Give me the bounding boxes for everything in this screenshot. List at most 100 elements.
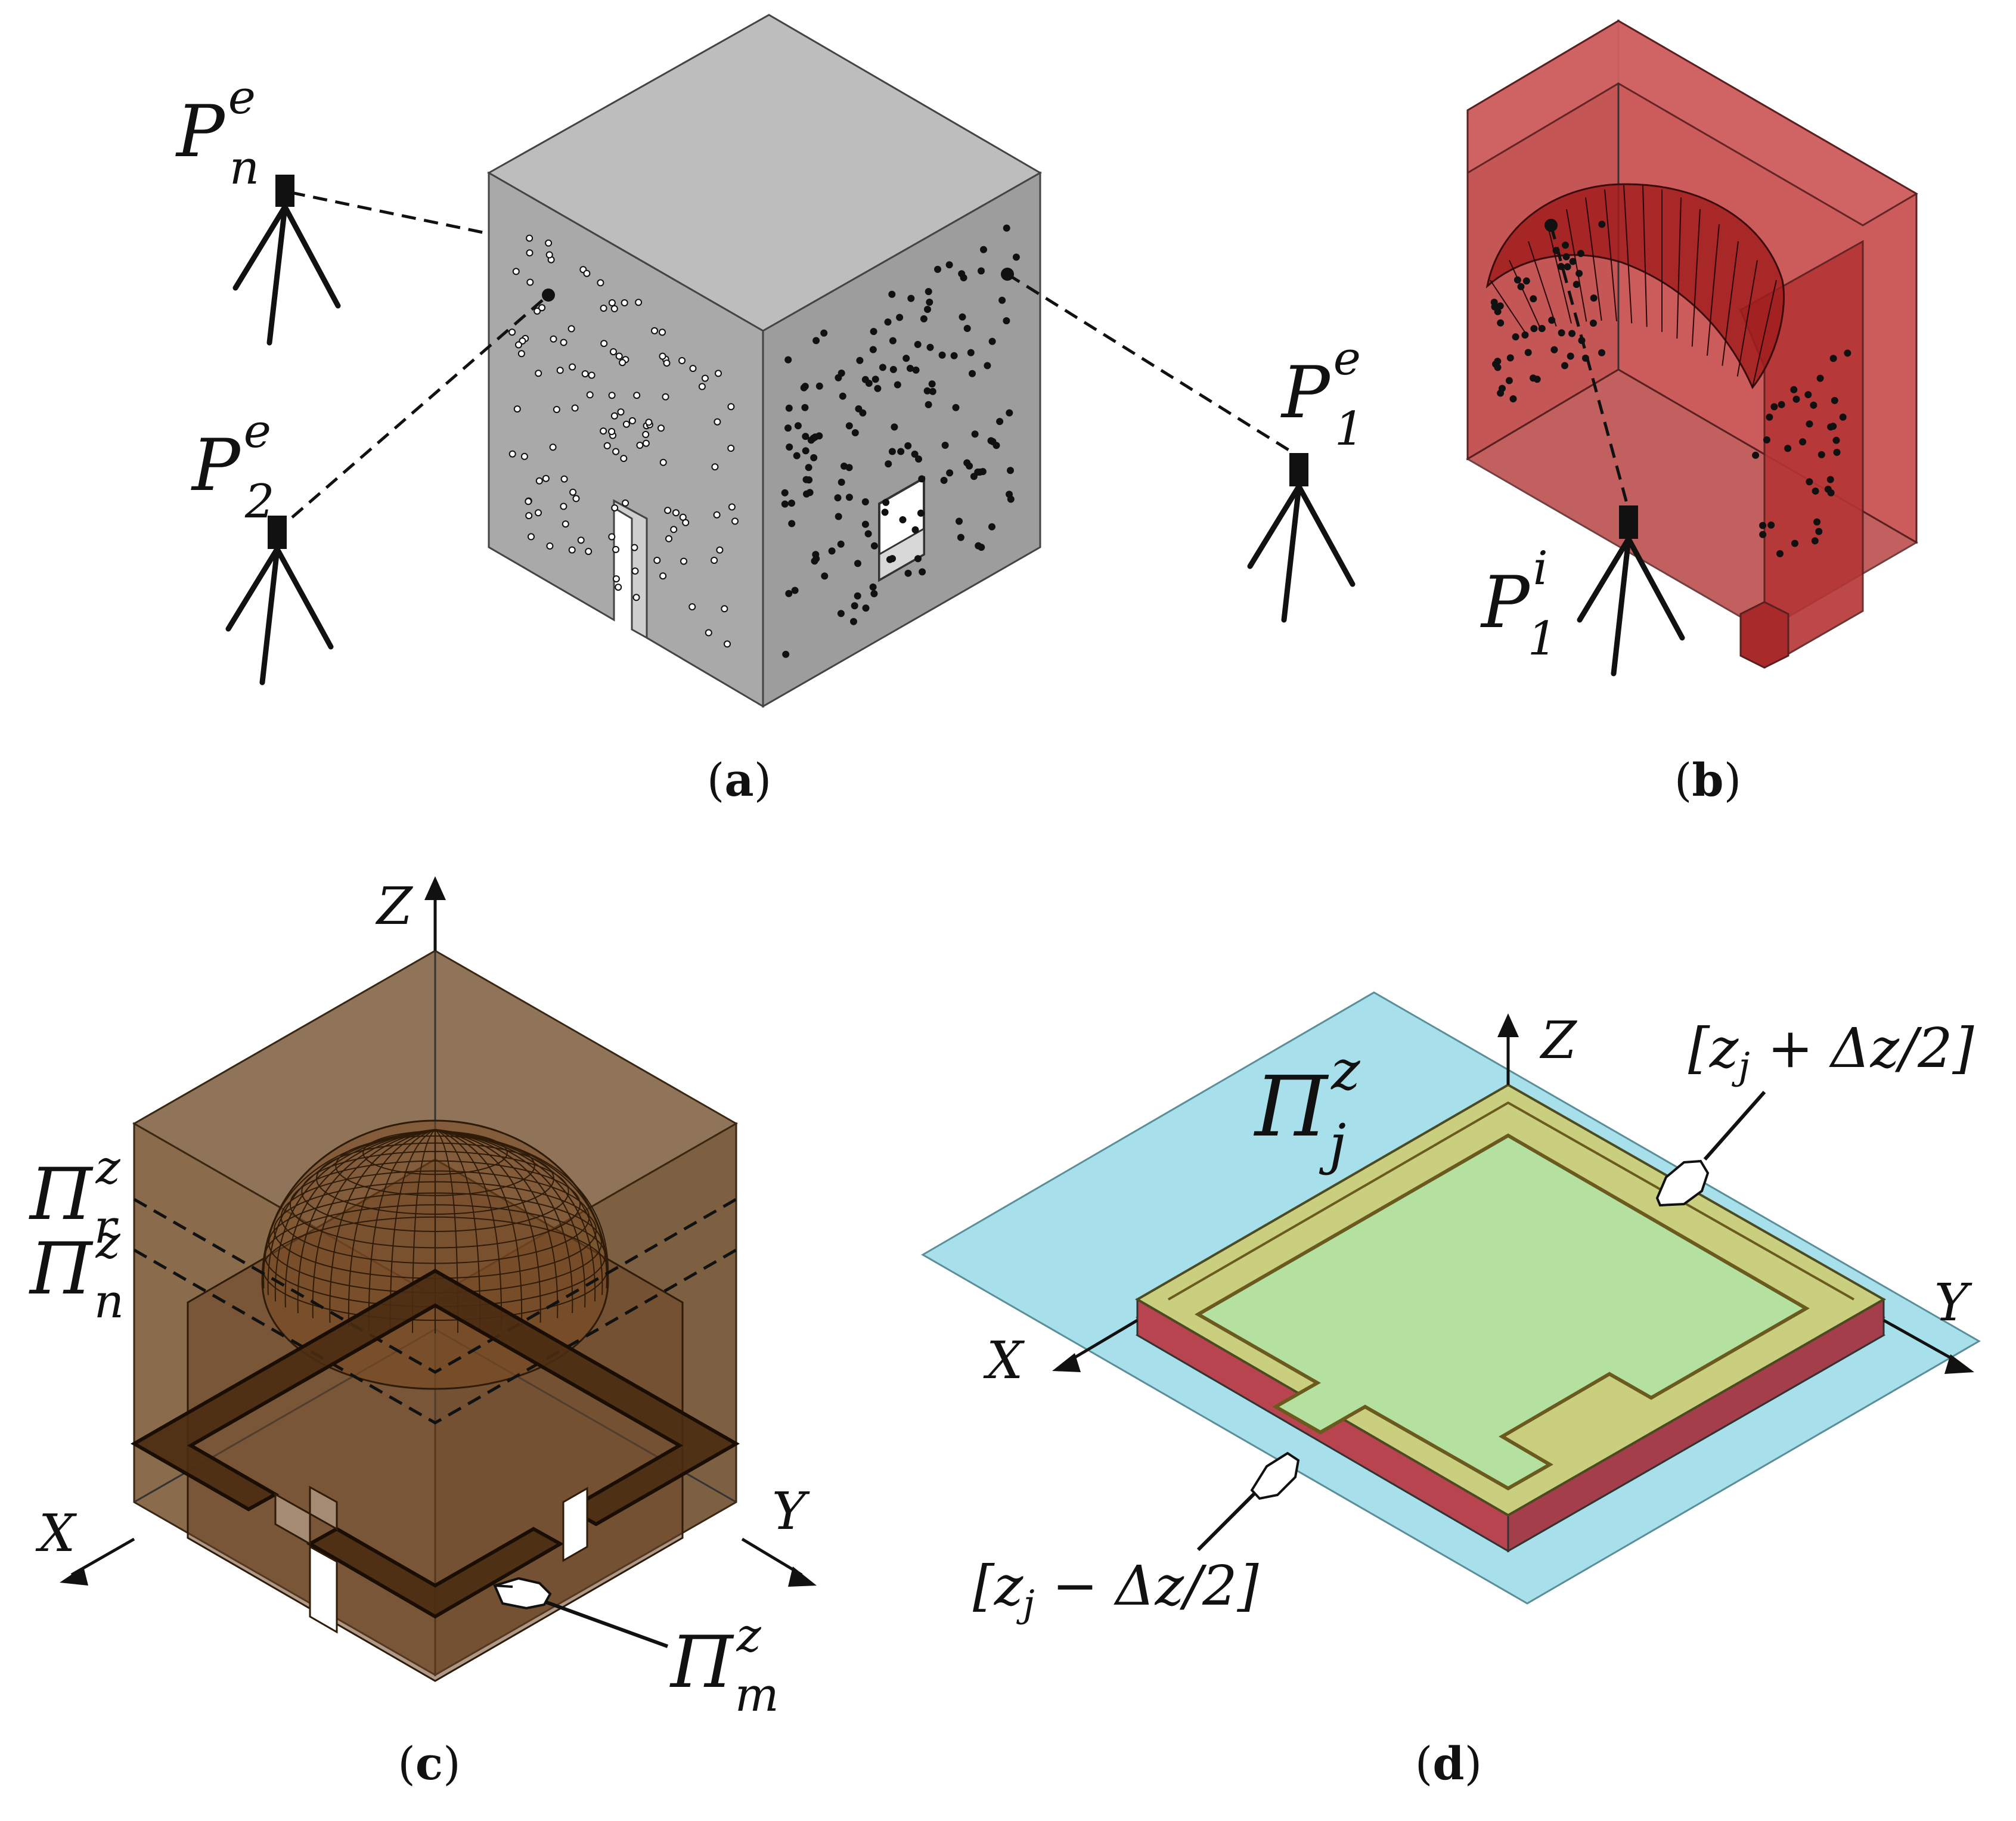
- target-point: [1575, 269, 1583, 277]
- window-opening-c: [562, 1487, 588, 1562]
- target-point: [978, 267, 985, 275]
- door-opening: [274, 1485, 338, 1546]
- target-point: [721, 605, 728, 613]
- plane-m-leader: [535, 1597, 669, 1648]
- target-point: [915, 455, 922, 463]
- tripod-1-icon: [1247, 453, 1356, 623]
- target-point: [583, 269, 591, 277]
- target-point: [550, 335, 557, 343]
- target-point: [513, 405, 521, 413]
- target-point: [1598, 221, 1606, 228]
- target-point-1: [1001, 268, 1014, 281]
- target-point: [1763, 436, 1770, 443]
- target-point: [620, 455, 628, 463]
- z-axis-d-label: Z: [1539, 1011, 1577, 1071]
- target-point: [925, 401, 932, 408]
- target-point: [1496, 302, 1504, 310]
- target-point: [870, 590, 878, 597]
- target-point: [870, 542, 878, 550]
- target-point: [959, 313, 966, 321]
- dome-meridian: [435, 1129, 573, 1314]
- target-point: [945, 261, 953, 269]
- target-point: [520, 452, 528, 460]
- target-point: [545, 239, 553, 247]
- target-point: [1513, 276, 1521, 284]
- target-point: [1791, 539, 1798, 547]
- target-point: [542, 474, 550, 482]
- target-point: [782, 650, 790, 658]
- target-point: [651, 327, 658, 334]
- target-point: [728, 503, 736, 511]
- y-axis-d-arrow: [1944, 1354, 1974, 1374]
- target-point: [785, 590, 793, 597]
- target-point: [711, 557, 718, 564]
- target-point: [1824, 485, 1832, 493]
- target-point: [802, 433, 809, 440]
- y-axis-arrow: [788, 1566, 817, 1587]
- target-point: [899, 516, 907, 523]
- target-point: [969, 370, 976, 377]
- dome-shell: [1485, 183, 1785, 389]
- target-point: [1799, 438, 1807, 446]
- target-point: [1564, 263, 1571, 271]
- caption-d: (d): [1415, 1737, 1482, 1790]
- target-point: [571, 404, 579, 412]
- target-point: [1766, 413, 1773, 421]
- target-point: [894, 381, 901, 389]
- upper-bound-leader: [1703, 1091, 1766, 1161]
- target-point: [528, 533, 535, 541]
- target-point: [713, 511, 721, 519]
- dome-meridian: [435, 1129, 503, 1330]
- target-point: [727, 445, 735, 452]
- dome-meridian: [435, 1129, 586, 1308]
- red-top-edge: [1466, 20, 1918, 227]
- target-point: [970, 473, 978, 480]
- red-front-step: [1739, 601, 1789, 669]
- target-point: [1003, 224, 1010, 232]
- x-axis-d-arrow: [1052, 1353, 1081, 1372]
- target-point: [1538, 325, 1546, 333]
- target-point: [1003, 317, 1010, 325]
- target-point: [670, 526, 678, 533]
- target-point: [612, 448, 620, 455]
- target-point: [1832, 436, 1840, 444]
- target-point: [800, 384, 808, 392]
- target-point: [1790, 386, 1798, 393]
- pointing-hand-icon: [493, 1577, 552, 1610]
- target-point: [1752, 451, 1760, 459]
- z-axis-label: Z: [375, 877, 413, 936]
- target-point: [631, 567, 639, 575]
- target-point: [612, 575, 620, 583]
- target-points-front: [508, 234, 739, 648]
- dome-mesh-edge: [1691, 209, 1701, 347]
- target-point: [1530, 295, 1537, 303]
- sight-line-2: [291, 294, 550, 519]
- target-point: [904, 569, 912, 577]
- target-point: [854, 560, 861, 567]
- target-point: [1548, 317, 1556, 324]
- target-point: [1829, 355, 1837, 362]
- target-point: [803, 490, 810, 498]
- dome-meridian: [297, 1129, 436, 1314]
- target-point: [535, 509, 542, 517]
- target-point: [1562, 241, 1569, 249]
- target-point: [525, 512, 533, 520]
- target-point: [941, 442, 949, 449]
- target-point: [1490, 299, 1498, 306]
- target-point: [635, 299, 643, 306]
- target-point: [889, 337, 897, 345]
- slab-inner-outline: [1167, 1101, 1854, 1301]
- target-point: [967, 349, 975, 356]
- plane-r-trace: [133, 1198, 737, 1374]
- target-point: [845, 422, 853, 430]
- target-point: [918, 475, 926, 483]
- target-point: [1558, 329, 1565, 337]
- target-point: [802, 447, 809, 455]
- lower-bound-leader: [1196, 1488, 1260, 1552]
- target-point: [902, 355, 910, 362]
- target-point: [622, 420, 630, 428]
